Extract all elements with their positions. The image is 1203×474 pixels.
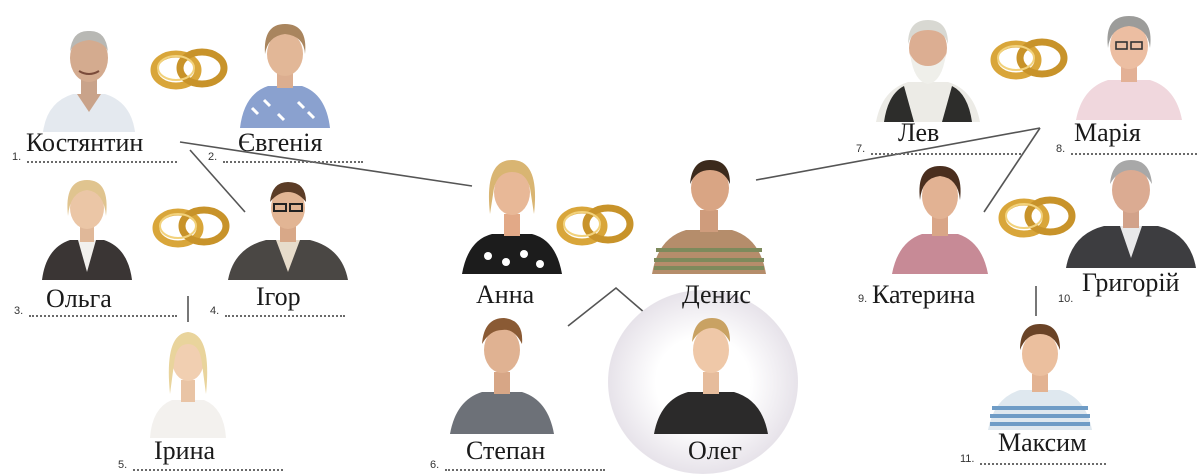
blank-line: 11. [960, 453, 1107, 465]
wedding-rings-icon [552, 196, 638, 252]
blank-number: 11. [960, 453, 975, 465]
blank-number: 7. [856, 143, 866, 155]
blank-line: 4. [210, 305, 346, 317]
oleh-photo [650, 312, 772, 434]
wedding-rings-icon [148, 198, 234, 254]
blank-line: 3. [14, 305, 178, 317]
blank-line: 7. [856, 143, 1022, 155]
name-kostiantyn: Костянтин [26, 128, 144, 157]
anna-photo [458, 150, 566, 274]
name-yevheniia: Євгенія [238, 128, 323, 157]
blank-line: 6. [430, 459, 606, 471]
blank-line: 8. [1056, 143, 1198, 155]
name-iryna: Ірина [154, 436, 216, 465]
blank-line: 2. [208, 151, 364, 163]
lev-photo [874, 14, 982, 122]
denys-photo [650, 150, 768, 274]
olha-photo [40, 172, 134, 280]
blank-line: 5. [118, 459, 284, 471]
maksym-photo [984, 318, 1096, 430]
link-mariia-kateryna [983, 127, 1041, 213]
blank-number: 4. [210, 305, 220, 317]
link-kostiantyn-ihor [189, 149, 246, 213]
name-kateryna: Катерина [872, 280, 976, 309]
name-ihor: Ігор [256, 282, 301, 311]
link-kostiantyn-anna [179, 141, 473, 187]
yevheniia-photo [238, 16, 332, 128]
blank-line: 9. [858, 294, 867, 305]
name-maksym: Максим [998, 428, 1087, 457]
blank-number: 10. [1058, 293, 1074, 305]
name-hryhorii: Григорій [1082, 268, 1180, 297]
hryhorii-photo [1064, 154, 1198, 268]
name-stepan: Степан [466, 436, 546, 465]
name-olha: Ольга [46, 284, 112, 313]
blank-number: 2. [208, 151, 218, 163]
mariia-photo [1074, 8, 1184, 120]
name-lev: Лев [898, 118, 940, 147]
blank-number: 1. [12, 151, 22, 163]
wedding-rings-icon [146, 40, 232, 96]
wedding-rings-icon [994, 188, 1080, 244]
name-denys: Денис [682, 280, 751, 309]
iryna-photo [146, 324, 230, 438]
blank-line: 1. [12, 151, 178, 163]
name-oleh: Олег [688, 436, 742, 465]
blank-number: 3. [14, 305, 24, 317]
stepan-photo [448, 312, 556, 434]
name-anna: Анна [476, 280, 535, 309]
blank-number: 5. [118, 459, 128, 471]
kostiantyn-photo [38, 22, 140, 132]
wedding-rings-icon [986, 30, 1072, 86]
name-mariia: Марія [1074, 118, 1141, 147]
kateryna-photo [888, 158, 992, 274]
blank-number: 8. [1056, 143, 1066, 155]
blank-line: 10. [1058, 294, 1073, 305]
blank-number: 6. [430, 459, 440, 471]
blank-number: 9. [858, 293, 868, 305]
ihor-photo [226, 176, 350, 280]
